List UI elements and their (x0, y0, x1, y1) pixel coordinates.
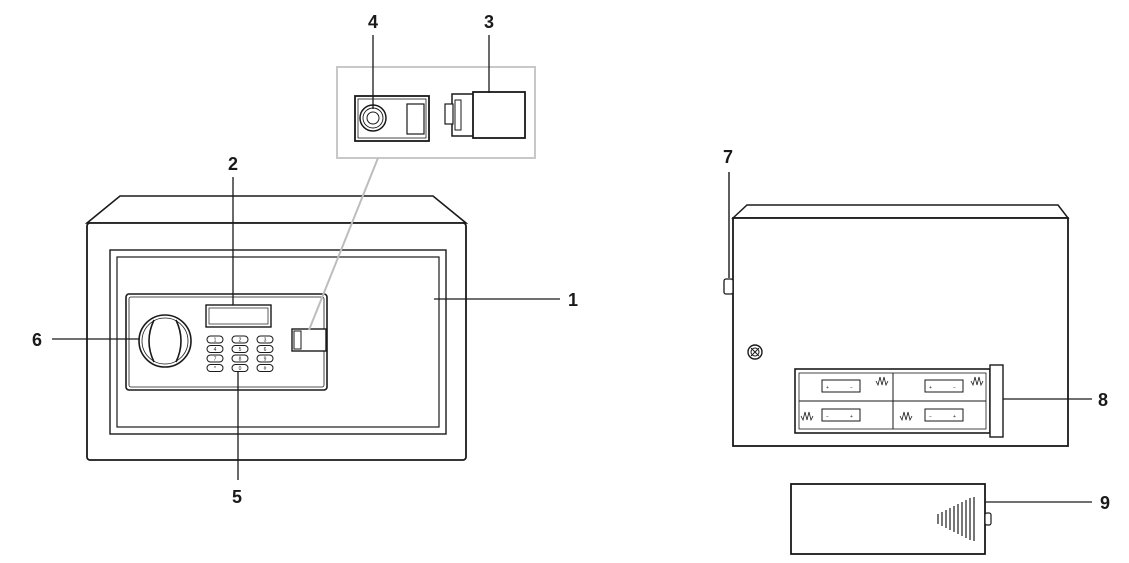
keypad: 1 2 3 4 5 6 7 8 9 * 0 # (206, 335, 274, 373)
callout-7: 7 (723, 147, 733, 167)
grip-ridges (937, 497, 975, 541)
lock-detail-inset (308, 66, 536, 331)
keypad-key-label: 3 (264, 338, 267, 344)
callout-8: 8 (1098, 390, 1108, 410)
reset-button[interactable] (723, 172, 734, 295)
battery: − + (821, 408, 861, 422)
keypad-key[interactable]: 0 (231, 364, 249, 373)
spring-icon (875, 376, 889, 387)
battery: + − (924, 379, 964, 393)
keypad-key[interactable]: 5 (231, 345, 249, 354)
keypad-key[interactable]: 3 (256, 335, 274, 344)
keypad-key[interactable]: 2 (231, 335, 249, 344)
keypad-key[interactable]: 8 (231, 354, 249, 363)
safe-top-panel (84, 195, 469, 224)
keypad-key-label: 9 (264, 357, 267, 363)
lcd-display (205, 304, 272, 328)
keypad-key[interactable]: 4 (206, 345, 224, 354)
battery-polarity-mark: − (850, 385, 853, 391)
battery-polarity-mark: + (826, 385, 829, 391)
battery-polarity-mark: − (929, 414, 932, 420)
battery: − + (924, 408, 964, 422)
callout-2: 2 (228, 154, 238, 174)
battery-polarity-mark: − (826, 414, 829, 420)
safe-rear-view: + − + − − + − + (723, 172, 1070, 447)
keypad-key[interactable]: 1 (206, 335, 224, 344)
battery-compartment: + − + − − + − + (794, 364, 1004, 438)
callout-3: 3 (484, 12, 494, 32)
callout-9: 9 (1100, 493, 1110, 513)
keypad-key-label: 2 (239, 338, 242, 344)
callout-5: 5 (232, 487, 242, 507)
rotary-knob[interactable] (138, 314, 192, 368)
battery-polarity-mark: − (953, 385, 956, 391)
callout-4: 4 (368, 12, 378, 32)
keypad-key[interactable]: 9 (256, 354, 274, 363)
keypad-key-label: 1 (214, 338, 217, 344)
keypad-key-label: # (264, 366, 267, 372)
keypad-key[interactable]: 7 (206, 354, 224, 363)
screw-icon (747, 344, 763, 360)
spring-icon (970, 376, 984, 387)
keypad-key-label: 8 (239, 357, 242, 363)
keypad-key-label: 0 (239, 366, 242, 372)
keypad-key-label: 7 (214, 357, 217, 363)
keypad-key[interactable]: # (256, 364, 274, 373)
emergency-lock-cover[interactable] (291, 328, 327, 352)
callout-1: 1 (568, 290, 578, 310)
cover-latch[interactable] (984, 512, 992, 526)
spring-icon (899, 411, 913, 422)
battery-polarity-mark: + (953, 414, 956, 420)
battery: + − (821, 379, 861, 393)
keypad-key-label: 5 (239, 347, 242, 353)
rear-top-edge (731, 204, 1070, 219)
safe-door-frame (109, 249, 447, 435)
battery-polarity-mark: + (929, 385, 932, 391)
emergency-lock (354, 95, 430, 142)
keypad-key[interactable]: * (206, 364, 224, 373)
leader-lines (52, 35, 1092, 503)
battery-cover (790, 483, 992, 555)
keypad-key[interactable]: 6 (256, 345, 274, 354)
inset-leader (308, 157, 379, 331)
safe-door (116, 256, 440, 428)
keypad-key-label: 6 (264, 347, 267, 353)
keypad-key-label: 4 (214, 347, 217, 353)
safe-front-view: 1 2 3 4 5 6 7 8 9 * 0 # (84, 195, 469, 461)
callout-6: 6 (32, 330, 42, 350)
spring-icon (800, 411, 814, 422)
lock-cover (444, 91, 526, 139)
keypad-key-label: * (214, 366, 216, 372)
battery-polarity-mark: + (850, 414, 853, 420)
